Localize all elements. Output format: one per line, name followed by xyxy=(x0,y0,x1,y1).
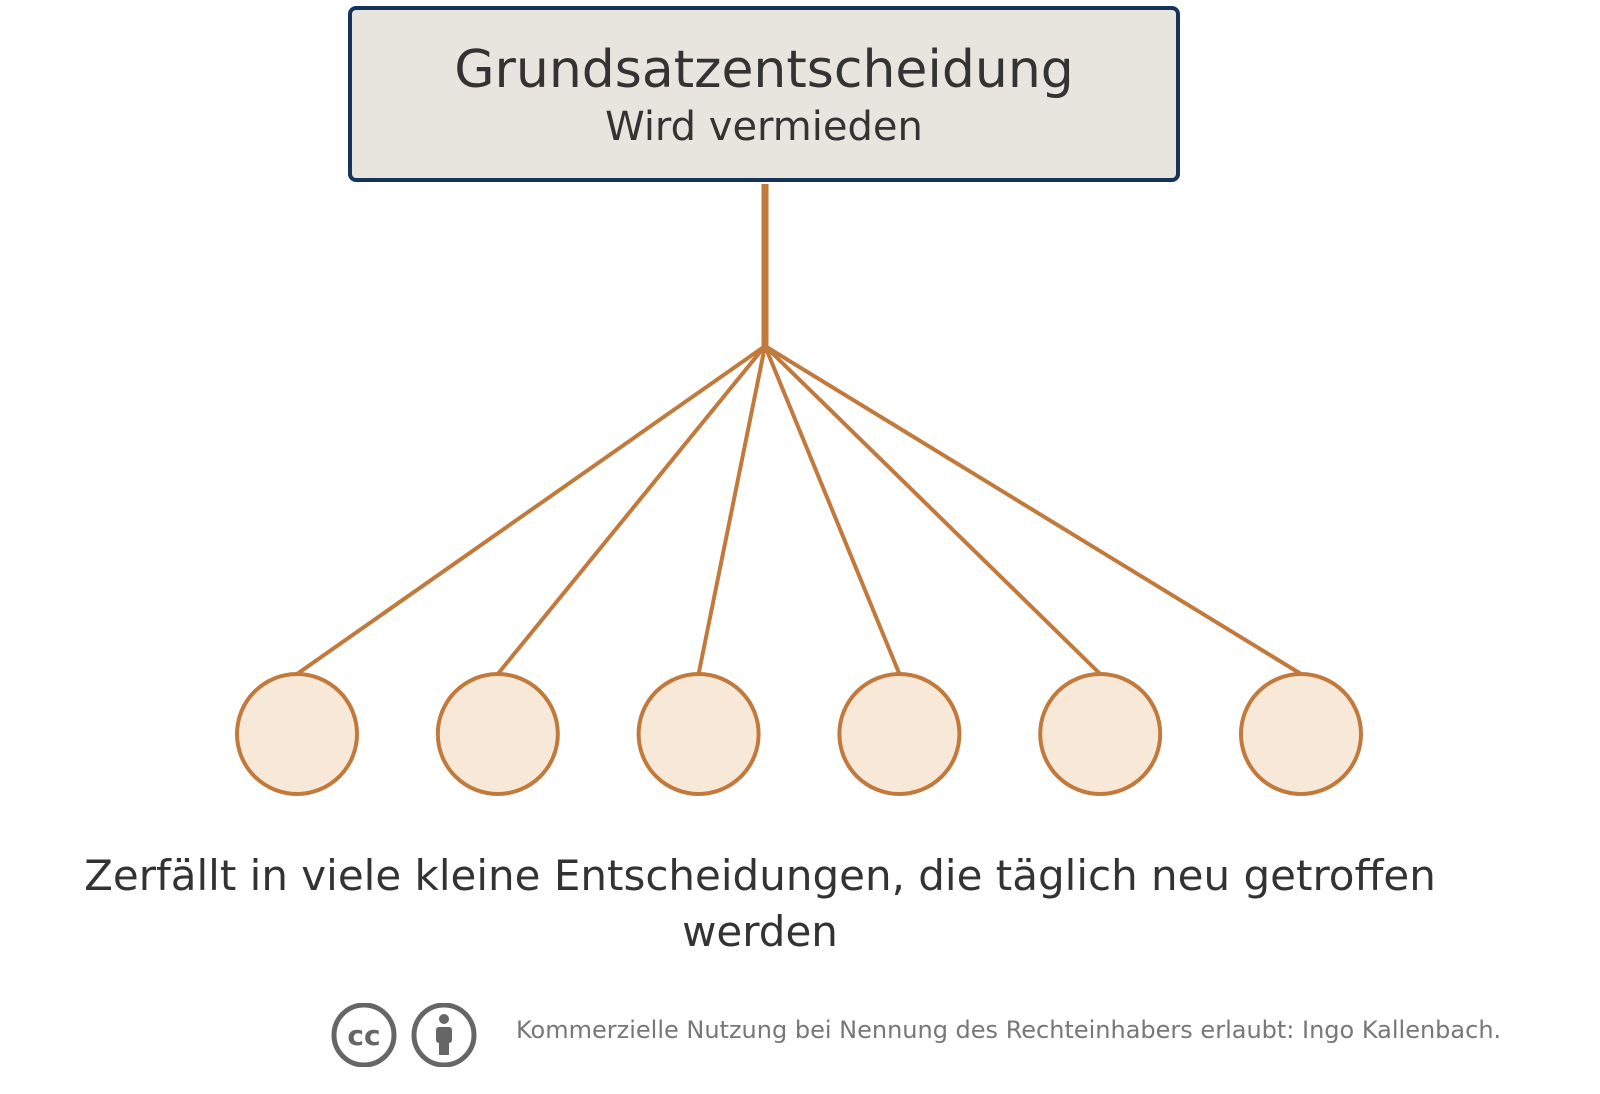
connector-line-1 xyxy=(295,344,767,676)
connector-line-6 xyxy=(763,344,1303,676)
small-decision-node-2 xyxy=(435,672,560,796)
small-decision-node-6 xyxy=(1239,672,1363,796)
cc-icon: cc xyxy=(331,1002,397,1068)
connector-lines xyxy=(295,184,1303,676)
small-decision-node-1 xyxy=(235,672,359,796)
child-nodes xyxy=(235,672,1363,796)
small-decision-node-3 xyxy=(636,672,761,796)
attribution-icon xyxy=(411,1002,477,1068)
connector-line-2 xyxy=(496,344,767,676)
small-decision-node-4 xyxy=(837,672,962,796)
connector-line-5 xyxy=(763,344,1102,676)
small-decision-node-5 xyxy=(1038,672,1163,796)
diagram-caption: Zerfällt in viele kleine Entscheidungen,… xyxy=(84,851,1436,956)
connector-line-4 xyxy=(763,345,902,675)
license-icons: cc xyxy=(330,1002,482,1068)
principal-decision-box: Grundsatzentscheidung Wird vermieden xyxy=(348,6,1180,182)
principal-decision-title: Grundsatzentscheidung xyxy=(454,40,1074,100)
connector-line-3 xyxy=(696,345,767,675)
principal-decision-subtitle: Wird vermieden xyxy=(605,104,923,150)
svg-text:cc: cc xyxy=(347,1019,380,1052)
license-text: Kommerzielle Nutzung bei Nennung des Rec… xyxy=(516,1016,1502,1044)
